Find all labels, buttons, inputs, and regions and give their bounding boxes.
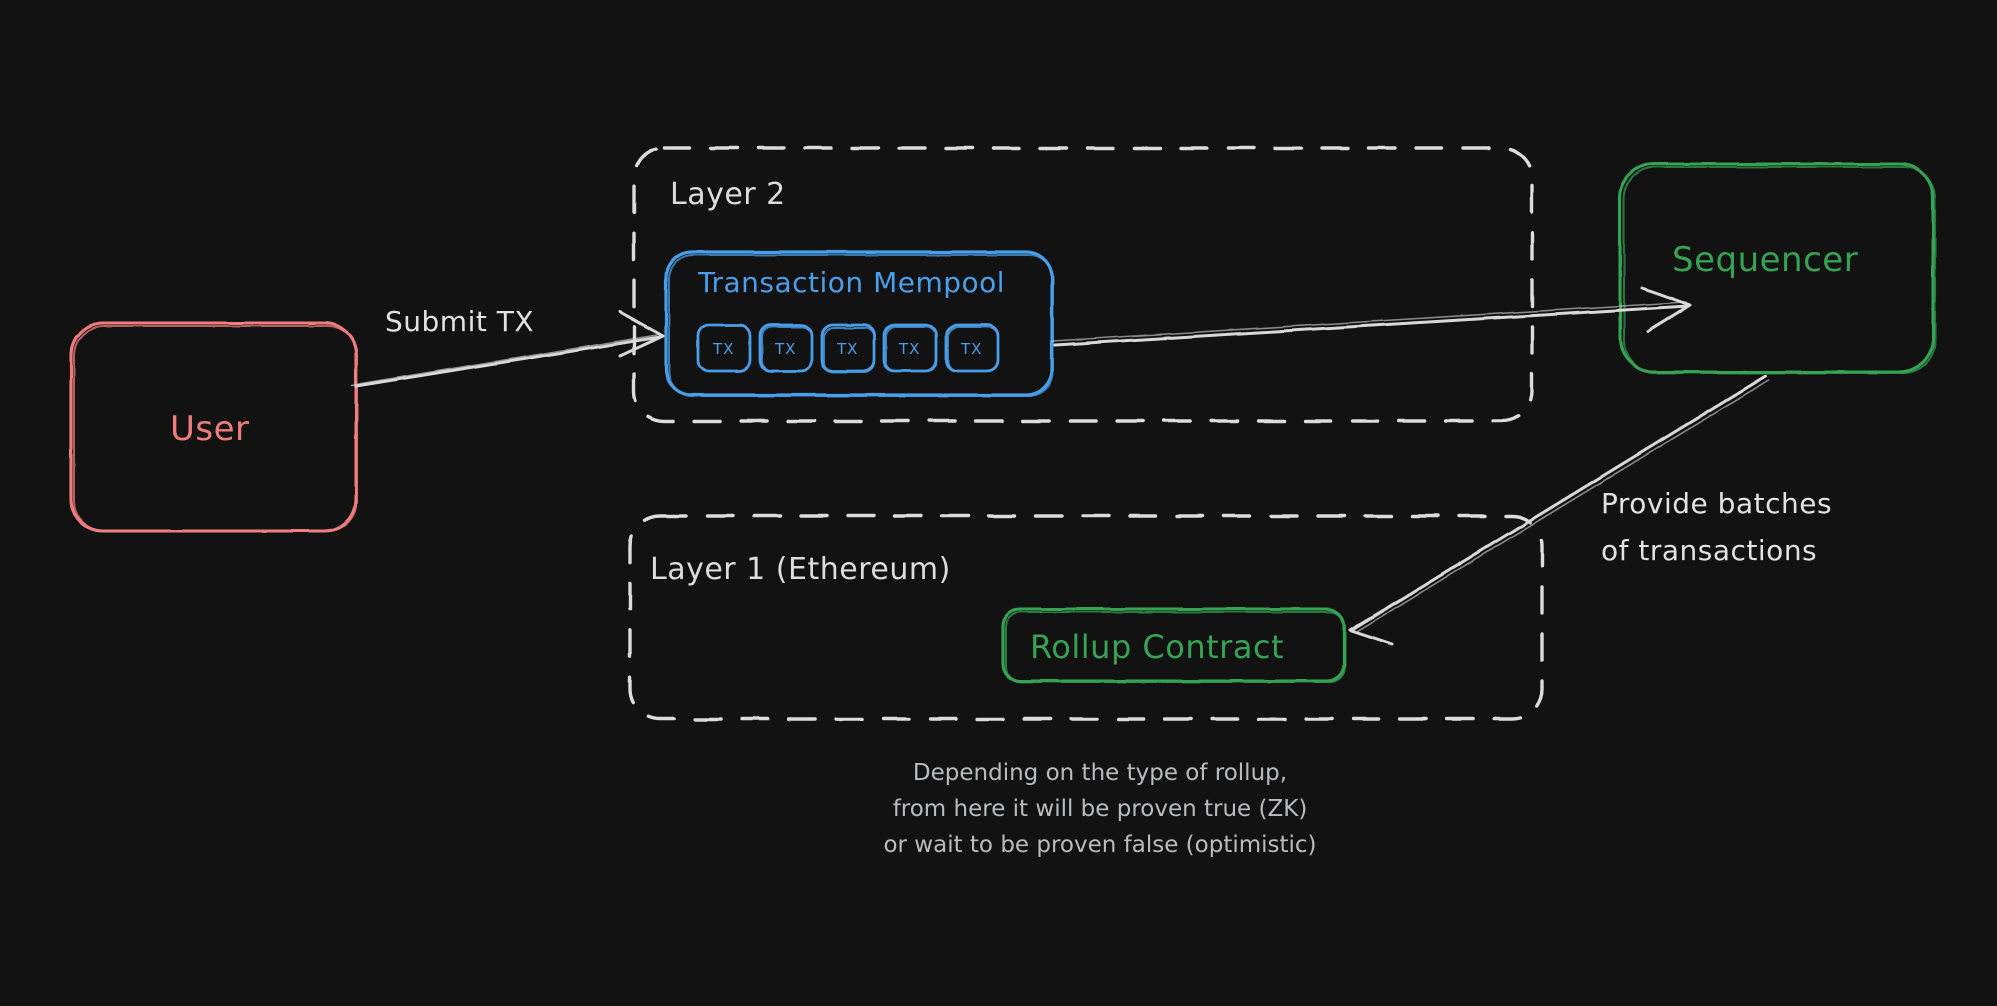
layer2-group-label: Layer 2 — [670, 177, 786, 212]
sequencer-node-shape[interactable] — [1618, 162, 1937, 375]
mempool-node-label[interactable]: Transaction Mempool — [698, 266, 1006, 299]
edge-label-provide-batches-line1: Provide batches — [1601, 487, 1833, 520]
layer1-group-border — [628, 514, 1544, 721]
tx-box-label: TX — [837, 340, 859, 358]
sequencer-node-label[interactable]: Sequencer — [1672, 240, 1859, 280]
layer2-group-border — [632, 146, 1534, 423]
tx-box-shapes — [696, 323, 1000, 373]
edge-label-provide-batches-line2: of transactions — [1601, 534, 1818, 567]
tx-box-label: TX — [775, 340, 797, 358]
tx-box-label: TX — [713, 340, 735, 358]
rollup-contract-node-label[interactable]: Rollup Contract — [1030, 628, 1285, 666]
user-node-shape[interactable] — [69, 321, 359, 533]
arrow-user-to-mempool — [351, 310, 665, 388]
rollup-explanation-caption: Depending on the type of rollup, from he… — [700, 755, 1500, 863]
edge-label-submit-tx: Submit TX — [385, 305, 535, 338]
arrow-sequencer-to-rollup — [1348, 374, 1770, 646]
user-node-label[interactable]: User — [170, 409, 250, 449]
rollup-contract-node-shape[interactable] — [1001, 607, 1346, 683]
arrow-mempool-to-sequencer — [1051, 286, 1692, 347]
caption-line-1: Depending on the type of rollup, — [912, 760, 1288, 786]
tx-box-label: TX — [961, 340, 983, 358]
caption-line-2: from here it will be proven true (ZK) — [892, 796, 1308, 822]
mempool-node-shape[interactable] — [664, 250, 1054, 397]
tx-box-label: TX — [899, 340, 921, 358]
layer1-group-label: Layer 1 (Ethereum) — [650, 552, 951, 587]
caption-line-3: or wait to be proven false (optimistic) — [883, 832, 1317, 858]
